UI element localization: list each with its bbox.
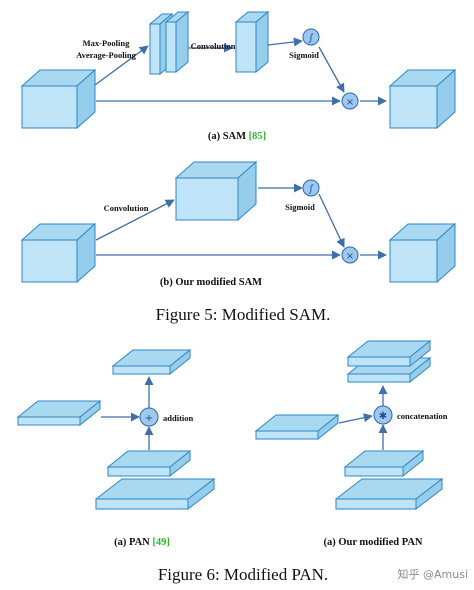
modified-pan-bottom-small-slab [343, 449, 425, 478]
pan-caption: (a) PAN [49] [114, 537, 170, 548]
modified-sam-sigmoid-label: Sigmoid [285, 202, 315, 212]
plus-icon: + [145, 413, 153, 424]
modified-pan-output-stack [346, 339, 432, 384]
arrow-sigmoid-to-multiply [318, 46, 345, 93]
modified-sam-caption: (b) Our modified SAM [160, 277, 262, 288]
arrow-lateral-to-concat [338, 413, 373, 424]
sigmoid-icon: ∫ [308, 33, 313, 44]
sam-sigmoid-operator: ∫ [302, 28, 320, 46]
modified-sam-sigmoid-operator: ∫ [302, 179, 320, 197]
sam-caption: (a) SAM [85] [208, 131, 266, 142]
pan-bottom-large-slab [94, 477, 216, 511]
asterisk-icon: ✱ [379, 411, 387, 422]
modified-sam-input-cube [20, 222, 97, 284]
modified-sam-convolution-label: Convolution [104, 203, 149, 213]
sam-sigmoid-label: Sigmoid [289, 50, 319, 60]
pan-bottom-small-slab [106, 449, 192, 478]
multiply-icon: × [346, 97, 354, 108]
pan-output-slab [111, 348, 192, 376]
arrow-input-to-pool [94, 45, 149, 86]
modified-sam-diagram: ∫ × Convolution Sigmoid (b) Our modified… [20, 160, 457, 288]
modified-pan-lateral-slab [254, 413, 340, 441]
average-pooling-label: Average-Pooling [76, 50, 137, 60]
modified-pan-caption: (a) Our modified PAN [323, 537, 422, 548]
watermark: 知乎 @Amusi [398, 567, 469, 581]
max-pooling-label: Max-Pooling [83, 38, 130, 48]
figure-6-title: Figure 6: Modified PAN. [158, 565, 328, 584]
pan-lateral-slab [16, 399, 102, 427]
concatenation-label: concatenation [397, 411, 448, 421]
modified-sam-conv-cube [174, 160, 258, 222]
sam-conv-output-map [234, 10, 270, 74]
modified-sam-multiply-operator: × [341, 246, 359, 264]
figure-5-title: Figure 5: Modified SAM. [156, 305, 331, 324]
pan-addition-operator: + [139, 407, 159, 427]
arrow-conv-to-sigmoid [267, 37, 303, 47]
modified-pan-diagram: ✱ concatenation (a) Our modified PAN [254, 339, 448, 548]
sam-input-feature-cube [20, 68, 97, 130]
sam-output-feature-cube [388, 68, 457, 130]
sam-diagram: ∫ × Max-Pooling Average-Pooling Convolut… [20, 10, 457, 142]
sam-multiply-operator: × [341, 92, 359, 110]
concatenation-operator: ✱ [373, 405, 393, 425]
pooled-feature-maps [148, 10, 190, 76]
addition-label: addition [163, 413, 194, 423]
sigmoid-icon: ∫ [308, 184, 313, 195]
arrow-input-to-conv [95, 199, 175, 241]
pan-diagram: + addition (a) PAN [49] [16, 348, 216, 548]
sam-convolution-label: Convolution [191, 41, 236, 51]
modified-pan-bottom-large-slab [334, 477, 444, 511]
multiply-icon: × [346, 251, 354, 262]
arrow-sigmoid-to-multiply [318, 193, 345, 248]
modified-sam-output-cube [388, 222, 457, 284]
